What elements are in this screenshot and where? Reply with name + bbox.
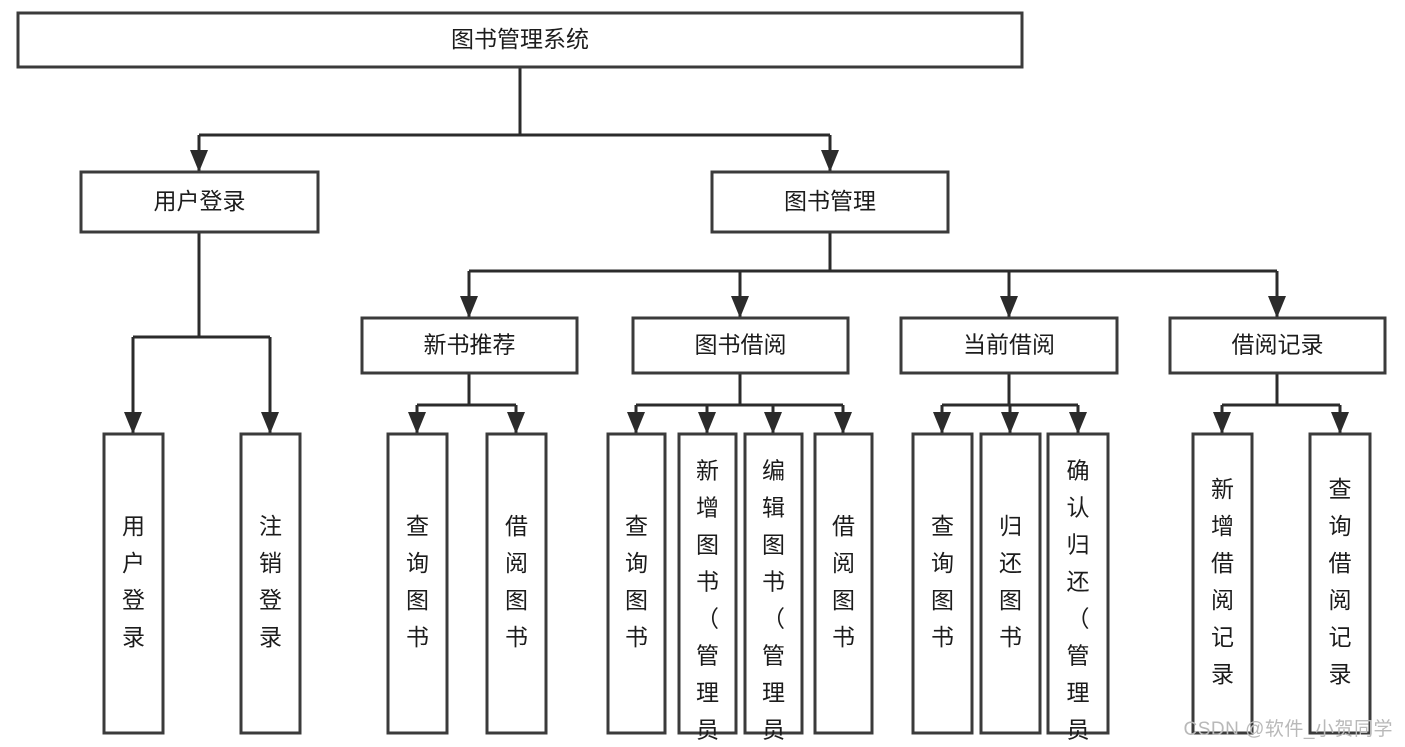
node-leaf-query-book-new[interactable]: 查询图书	[386, 432, 449, 735]
node-leaf-query-book-current[interactable]: 查询图书	[911, 432, 974, 735]
node-leaf-logout-login[interactable]: 注销登录	[239, 432, 302, 735]
connector-bus-book-borrow	[627, 373, 852, 434]
node-box-user-login[interactable]	[79, 170, 320, 234]
connector-bus-book-management	[460, 232, 1286, 318]
node-label-leaf-logout-login: 注销登录	[259, 513, 282, 650]
node-label-leaf-query-book-new: 查询图书	[406, 513, 429, 650]
node-box-leaf-return-book[interactable]	[979, 432, 1042, 735]
connector-bus-root	[190, 67, 839, 172]
node-box-leaf-query-book-borrow[interactable]	[606, 432, 667, 735]
node-label-borrow-record: 借阅记录	[1232, 332, 1324, 358]
node-box-leaf-query-book-current[interactable]	[911, 432, 974, 735]
node-user-login[interactable]: 用户登录	[79, 170, 320, 234]
node-box-new-book-recommend[interactable]	[360, 316, 579, 375]
node-new-book-recommend[interactable]: 新书推荐	[360, 316, 579, 375]
watermark-text: CSDN @软件_小贺同学	[1183, 719, 1393, 740]
node-label-leaf-user-login: 用户登录	[122, 513, 145, 650]
node-leaf-borrow-book-new[interactable]: 借阅图书	[485, 432, 548, 735]
arrow-head-icon	[698, 412, 716, 434]
node-box-leaf-query-borrow-record[interactable]	[1308, 432, 1372, 735]
node-leaf-edit-book-admin[interactable]: 编辑图书（管理员）	[743, 432, 804, 747]
arrow-head-icon	[507, 412, 525, 434]
node-box-root[interactable]	[16, 11, 1024, 69]
node-box-leaf-query-book-new[interactable]	[386, 432, 449, 735]
node-box-leaf-borrow-book-new[interactable]	[485, 432, 548, 735]
connector-bus-user-login	[124, 232, 279, 434]
arrow-head-icon	[460, 296, 478, 318]
node-box-book-borrow[interactable]	[631, 316, 850, 375]
arrow-head-icon	[261, 412, 279, 434]
node-leaf-confirm-return-admin[interactable]: 确认归还（管理员）	[1046, 432, 1110, 747]
node-label-book-borrow: 图书借阅	[695, 332, 787, 358]
arrow-head-icon	[1000, 296, 1018, 318]
arrow-head-icon	[764, 412, 782, 434]
arrow-head-icon	[933, 412, 951, 434]
node-leaf-query-book-borrow[interactable]: 查询图书	[606, 432, 667, 735]
connector-bus-new-book	[408, 373, 525, 434]
node-label-current-borrow: 当前借阅	[963, 332, 1055, 358]
node-label-leaf-return-book: 归还图书	[999, 513, 1022, 650]
node-label-leaf-borrow-book: 借阅图书	[832, 513, 855, 650]
node-box-leaf-add-borrow-record[interactable]	[1191, 432, 1254, 735]
node-box-leaf-edit-book-admin[interactable]	[743, 432, 804, 735]
node-box-leaf-add-book-admin[interactable]	[677, 432, 738, 735]
node-box-book-management[interactable]	[710, 170, 950, 234]
node-box-leaf-confirm-return-admin[interactable]	[1046, 432, 1110, 735]
node-label-book-management: 图书管理	[784, 188, 876, 214]
node-box-leaf-borrow-book[interactable]	[813, 432, 874, 735]
arrow-head-icon	[1268, 296, 1286, 318]
node-leaf-return-book[interactable]: 归还图书	[979, 432, 1042, 735]
connector-bus-borrow-record	[1213, 373, 1349, 434]
node-leaf-user-login[interactable]: 用户登录	[102, 432, 165, 735]
node-label-leaf-borrow-book-new: 借阅图书	[505, 513, 528, 650]
arrow-head-icon	[124, 412, 142, 434]
node-label-new-book-recommend: 新书推荐	[424, 332, 516, 358]
node-box-leaf-logout-login[interactable]	[239, 432, 302, 735]
connector-bus-current-borrow	[933, 373, 1087, 434]
arrow-head-icon	[1331, 412, 1349, 434]
node-leaf-query-borrow-record[interactable]: 查询借阅记录	[1308, 432, 1372, 735]
arrow-head-icon	[1001, 412, 1019, 434]
arrow-head-icon	[731, 296, 749, 318]
node-label-leaf-query-book-borrow: 查询图书	[625, 513, 648, 650]
node-box-current-borrow[interactable]	[899, 316, 1119, 375]
arrow-head-icon	[190, 150, 208, 172]
node-label-leaf-query-borrow-record: 查询借阅记录	[1329, 476, 1352, 687]
node-label-leaf-add-borrow-record: 新增借阅记录	[1211, 476, 1234, 687]
arrow-head-icon	[1213, 412, 1231, 434]
node-current-borrow[interactable]: 当前借阅	[899, 316, 1119, 375]
arrow-head-icon	[821, 150, 839, 172]
node-box-borrow-record[interactable]	[1168, 316, 1387, 375]
node-label-root: 图书管理系统	[451, 26, 589, 52]
node-layer: 图书管理系统用户登录图书管理新书推荐图书借阅当前借阅借阅记录用户登录注销登录查询…	[16, 11, 1387, 747]
node-borrow-record[interactable]: 借阅记录	[1168, 316, 1387, 375]
node-root[interactable]: 图书管理系统	[16, 11, 1024, 69]
node-leaf-add-borrow-record[interactable]: 新增借阅记录	[1191, 432, 1254, 735]
node-box-leaf-user-login[interactable]	[102, 432, 165, 735]
node-label-leaf-edit-book-admin: 编辑图书（管理员）	[762, 458, 785, 747]
arrow-head-icon	[834, 412, 852, 434]
node-book-management[interactable]: 图书管理	[710, 170, 950, 234]
node-label-leaf-add-book-admin: 新增图书（管理员）	[696, 458, 719, 747]
node-leaf-add-book-admin[interactable]: 新增图书（管理员）	[677, 432, 738, 747]
arrow-head-icon	[408, 412, 426, 434]
node-label-leaf-query-book-current: 查询图书	[931, 513, 954, 650]
connector-layer	[124, 67, 1349, 434]
node-book-borrow[interactable]: 图书借阅	[631, 316, 850, 375]
arrow-head-icon	[627, 412, 645, 434]
node-label-leaf-confirm-return-admin: 确认归还（管理员）	[1067, 458, 1090, 747]
node-label-user-login: 用户登录	[154, 188, 246, 214]
node-leaf-borrow-book[interactable]: 借阅图书	[813, 432, 874, 735]
arrow-head-icon	[1069, 412, 1087, 434]
